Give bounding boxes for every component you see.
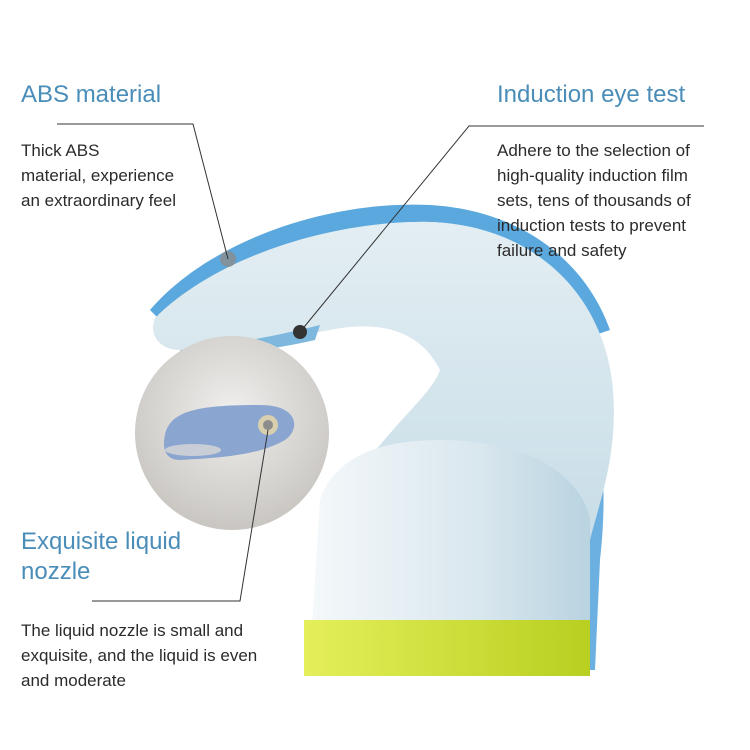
nozzle-heading: Exquisite liquid nozzle [21,527,181,587]
induction-heading: Induction eye test [497,81,686,108]
induction-line: Adhere to the selection of [497,141,690,160]
abs-line: material, experience [21,166,175,185]
induction-line: sets, tens of thousands of [497,191,691,210]
induction-callout-line [299,125,704,333]
liquid-container [304,620,590,676]
arm-top-edge [150,204,610,335]
nozzle-closeup [135,336,329,530]
abs-callout-line [57,123,229,260]
induction-description: Adhere to the selection of high-quality … [497,138,691,263]
nozzle-callout-line [92,429,269,602]
nozzle-line: and moderate [21,671,126,690]
nozzle-description: The liquid nozzle is small and exquisite… [21,618,257,693]
abs-line: an extraordinary feel [21,191,176,210]
nozzle-heading-line: nozzle [21,558,91,585]
induction-line: high-quality induction film [497,166,688,185]
abs-heading: ABS material [21,81,162,108]
abs-description: Thick ABS material, experience an extrao… [21,138,176,213]
dispenser-body [312,440,590,625]
nozzle-heading-line: Exquisite liquid [21,528,182,555]
induction-line: induction tests to prevent [497,216,687,235]
nozzle-line: exquisite, and the liquid is even [21,646,258,665]
nozzle-line: The liquid nozzle is small and [21,621,244,640]
induction-line: failure and safety [497,241,627,260]
abs-line: Thick ABS [21,141,100,160]
